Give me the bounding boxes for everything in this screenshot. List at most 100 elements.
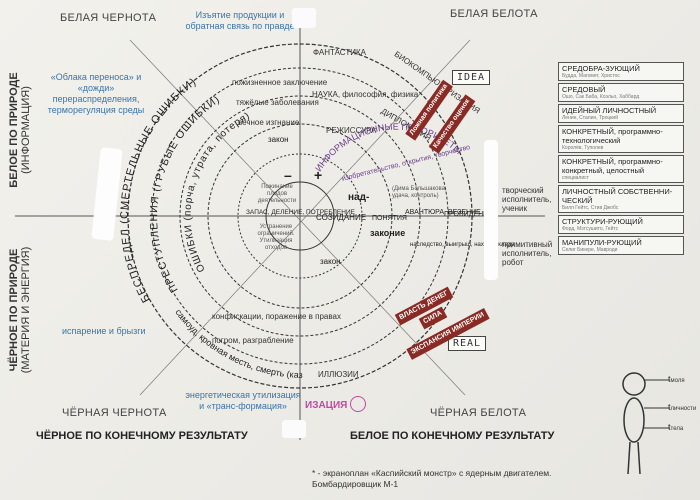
ring-label-third: ОШИБКИ (порча, утрата, потеря) (183, 110, 253, 273)
ring-3 (179, 95, 421, 337)
level-7-title: СТРУКТУРИ-РУЮЩИЙ (562, 217, 643, 226)
result-label-white: БЕЛОЕ ПО КОНЕЧНОМУ РЕЗУЛЬТАТУ (350, 430, 555, 442)
providenie-label: ПРОВИДЕНИЕ (444, 211, 493, 218)
note-bottom-center-1: энергетическая утилизация (185, 390, 301, 400)
zakon-bottom: закон (320, 257, 341, 266)
side-label-white-nature-2: (ИНФОРМАЦИЯ) (20, 86, 32, 174)
avantyura-label: АВАНТЮРА, ВЕЗЕНИЕ (405, 209, 481, 216)
ring-outer (127, 43, 473, 389)
ring-4 (207, 123, 393, 309)
zakonie-label: законие (370, 228, 405, 238)
side-label-black-nature-1: ЧЁРНОЕ ПО ПРИРОДЕ (8, 248, 20, 372)
t-personality-letter: t (668, 402, 671, 412)
level-5: КОНКРЕТНЫЙ, программно-конкретный, целос… (558, 155, 684, 183)
text-dimona: (Дима Большакова, удача, контроль) (392, 186, 447, 199)
level-5-title: КОНКРЕТНЫЙ, программно-конкретный, целос… (562, 157, 663, 175)
level-6-title: ЛИЧНОСТНЫЙ СОБСТВЕННИ-ЧЕСКИЙ (562, 187, 673, 205)
redaction-right (484, 140, 498, 280)
level-6-desc: Билл Гейтс, Стив Джобс (562, 205, 619, 211)
minus-sign: – (284, 167, 292, 183)
corner-top-right: БЕЛАЯ БЕЛОТА (450, 8, 538, 20)
note-left-top-1: «Облака переноса» и (50, 72, 142, 82)
corner-top-left: БЕЛАЯ ЧЕРНОТА (60, 12, 157, 24)
role-primitive: примитивный исполнитель, робот (502, 240, 552, 267)
t-body-letter: t (668, 422, 671, 432)
note-left-top-2: «дожди» (77, 83, 115, 93)
note-top-center-1: Изъятие продукции и (195, 10, 285, 20)
text-exile: вечное изгнание (238, 118, 300, 127)
level-8-desc: Селиг Бикере, Мавроди (562, 247, 618, 253)
t-personality-label: личности (670, 406, 697, 412)
t-body-label: тела (670, 426, 684, 432)
figure-body (623, 397, 645, 443)
note-left-top: «Облака переноса» и «дожди» перераспреде… (36, 72, 156, 116)
footnote-1: * - экраноплан «Каспийский монстр» с яде… (312, 468, 552, 478)
nasledstvo-label: наследство, выигрыш, находка клада (410, 242, 515, 248)
footnote: * - экраноплан «Каспийский монстр» с яде… (312, 468, 551, 490)
idea-box: IDEA (452, 70, 491, 85)
note-bottom-center: энергетическая утилизация и «транс-форма… (178, 390, 308, 412)
diagonal-2 (139, 39, 471, 396)
figure-head (622, 372, 646, 396)
text-confiscation: конфискации, поражение в правах (212, 312, 341, 321)
role-creative-3: ученик (502, 204, 528, 213)
text-disease: тяжёлые заболевания (236, 98, 319, 107)
real-box: REAL (448, 336, 487, 351)
side-label-black-nature: ЧЁРНОЕ ПО ПРИРОДЕ (МАТЕРИЯ И ЭНЕРГИЯ) (8, 224, 32, 396)
t-body: tтела (668, 422, 683, 432)
level-2-desc: Ошо, Сак Баба, Коэльо, Хаббард (562, 94, 640, 100)
ring-center (265, 181, 335, 251)
ring-5 (237, 153, 363, 279)
text-ustranenie: Устранение ограничений. Утилизация отход… (257, 224, 295, 251)
note-top-center-2: обратная связь по правде (185, 21, 295, 31)
level-2-title: СРЕДОВЫЙ (562, 85, 606, 94)
zapas-label: ЗАПАС, ДЕЛЕНИЕ, ПОТРЕБЛЕНИЕ (246, 209, 356, 216)
role-primitive-1: примитивный (502, 240, 553, 249)
role-primitive-3: робот (502, 258, 524, 267)
t-personality: tличности (668, 402, 696, 412)
plus-sign: + (314, 167, 322, 183)
level-3-title: ИДЕЙНЫЙ ЛИЧНОСТНЫЙ (562, 106, 657, 115)
ponyatiya-label: ПОНЯТИЯ (372, 215, 407, 222)
result-label-black: ЧЁРНОЕ ПО КОНЕЧНОМУ РЕЗУЛЬТАТУ (36, 430, 248, 442)
zakon-top: закон (268, 135, 289, 144)
note-left-bottom: испарение и брызги (62, 326, 146, 336)
corner-bottom-left: ЧЁРНАЯ ЧЕРНОТА (62, 407, 167, 419)
corner-bottom-right: ЧЁРНАЯ БЕЛОТА (430, 407, 527, 419)
footnote-2: Бомбардировщик М-1 (312, 479, 399, 489)
role-creative: творческий исполнитель, ученик (502, 186, 551, 213)
level-4-desc: Королёв, Туполев (562, 145, 604, 151)
side-label-black-nature-2: (МАТЕРИЯ И ЭНЕРГИЯ) (20, 246, 32, 374)
t-mind-letter: t (668, 374, 671, 384)
level-1-desc: Будда, Магомет, Христос (562, 73, 620, 79)
level-4-title: КОНКРЕТНЫЙ, программно-технологический (562, 127, 663, 145)
role-primitive-2: исполнитель, (502, 249, 552, 258)
note-bottom-center-2: и «транс-формация» (199, 401, 287, 411)
redacted-patch-top (292, 8, 316, 28)
level-5-desc: специалист (562, 175, 589, 181)
side-label-white-nature: БЕЛОЕ ПО ПРИРОДЕ (ИНФОРМАЦИЯ) (8, 50, 32, 210)
text-nauka: НАУКА, философия, физика (312, 90, 419, 99)
text-rezhissura: РЕЖИССУРА (326, 126, 377, 135)
level-3-desc: Ленин, Сталин, Троцкий (562, 115, 619, 121)
nad-label: над- (348, 192, 369, 203)
text-prison: пожизненное заключение (232, 78, 328, 87)
note-left-top-3: перераспределения, (52, 94, 140, 104)
stick-figure (622, 372, 670, 475)
text-pozhinanie: Пожинание плодов деятельности (257, 184, 297, 204)
smiley-icon (350, 396, 366, 412)
ring-2 (151, 67, 449, 365)
redacted-patch-bottom (282, 420, 306, 438)
text-pogrom: погром, разграбление (212, 336, 294, 345)
level-1-title: СРЕДОБРА-ЗУЮЩИЙ (562, 64, 640, 73)
t-mind-label: моля (670, 378, 685, 384)
